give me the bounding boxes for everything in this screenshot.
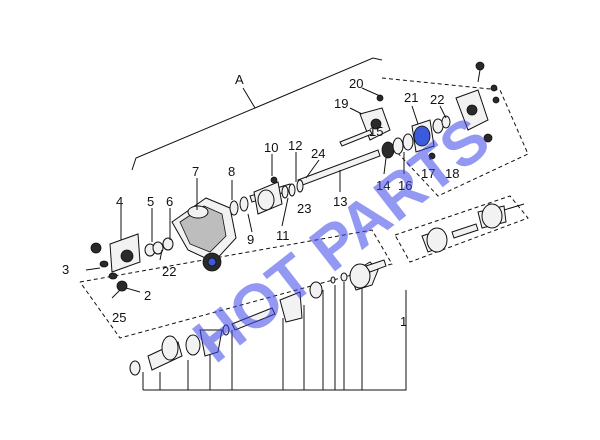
callout-6: 6 — [166, 194, 173, 209]
callout-14: 14 — [376, 178, 390, 193]
driveshaft-bracket — [142, 282, 407, 391]
callout-19: 19 — [334, 96, 348, 111]
callout-23: 23 — [297, 201, 311, 216]
upper-right-assembly — [339, 61, 500, 160]
callout-1: 1 — [400, 314, 407, 329]
callout-11: 11 — [276, 228, 290, 243]
callout-5: 5 — [147, 194, 154, 209]
callout-18: 18 — [445, 166, 459, 181]
callout-22-lower: 22 — [162, 264, 176, 279]
callout-3: 3 — [62, 262, 69, 277]
callout-16: 16 — [398, 178, 412, 193]
callout-8: 8 — [228, 164, 235, 179]
lower-shaft-parts — [129, 259, 387, 376]
dashed-outlines — [79, 77, 529, 339]
callout-24: 24 — [311, 146, 325, 161]
seals-rings — [229, 176, 304, 216]
callout-17: 17 — [421, 166, 435, 181]
callout-25: 25 — [112, 310, 126, 325]
callout-12: 12 — [288, 138, 302, 153]
callout-13: 13 — [333, 194, 347, 209]
callout-21: 21 — [404, 90, 418, 105]
callout-20: 20 — [349, 76, 363, 91]
callout-7: 7 — [192, 164, 199, 179]
callout-9: 9 — [247, 232, 254, 247]
callout-4: 4 — [116, 194, 123, 209]
callout-2: 2 — [144, 288, 151, 303]
callouts: 1 2 3 4 5 6 7 8 9 10 11 12 13 14 15 16 1… — [62, 76, 459, 329]
left-bracket — [90, 233, 174, 299]
group-bracket-a: A — [131, 57, 383, 171]
callout-10: 10 — [264, 140, 278, 155]
callout-22-upper: 22 — [430, 92, 444, 107]
group-label-a: A — [235, 72, 244, 87]
callout-15: 15 — [369, 124, 383, 139]
differential-housing — [171, 197, 237, 272]
right-driveshaft — [421, 203, 525, 253]
leader-lines — [85, 87, 447, 293]
